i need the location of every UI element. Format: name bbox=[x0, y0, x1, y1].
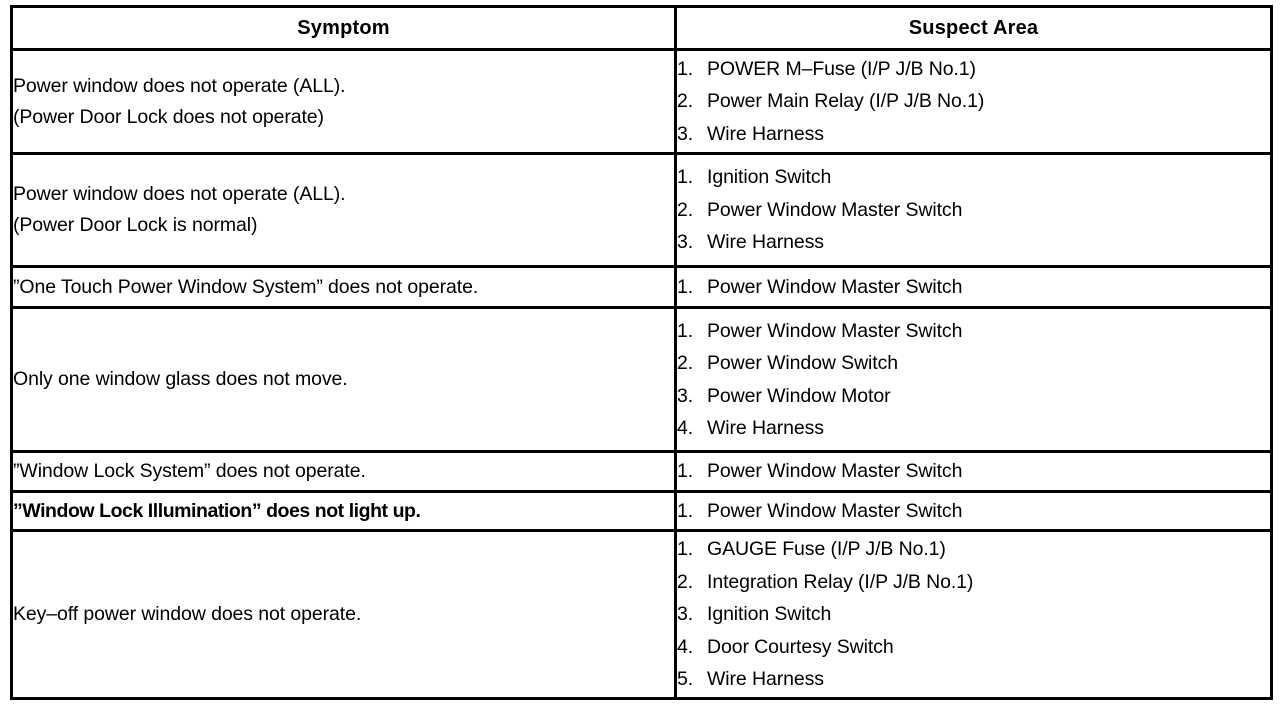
table-row: Power window does not operate (ALL). (Po… bbox=[11, 49, 1272, 155]
list-item-label: Power Window Master Switch bbox=[707, 460, 963, 483]
suspect-list: 1. Power Window Master Switch bbox=[677, 455, 1270, 488]
symptom-cell: Key–off power window does not operate. bbox=[11, 530, 677, 699]
list-item-number: 3. bbox=[677, 122, 694, 145]
troubleshooting-table: Symptom Suspect Area Power window does n… bbox=[10, 5, 1273, 700]
column-header-suspect-area-label: Suspect Area bbox=[908, 17, 1039, 39]
list-item: 1. GAUGE Fuse (I/P J/B No.1) bbox=[677, 533, 1270, 566]
suspect-area-cell: 1. POWER M–Fuse (I/P J/B No.1) 2. Power … bbox=[675, 49, 1272, 155]
list-item-number: 1. bbox=[677, 499, 694, 522]
list-item-number: 5. bbox=[677, 668, 694, 691]
symptom-line: Power window does not operate (ALL). bbox=[13, 74, 346, 97]
list-item-number: 2. bbox=[677, 570, 694, 593]
list-item: 1. POWER M–Fuse (I/P J/B No.1) bbox=[677, 53, 1270, 86]
list-item: 5. Wire Harness bbox=[677, 663, 1270, 696]
list-item-label: Power Main Relay (I/P J/B No.1) bbox=[707, 90, 985, 113]
suspect-list: 1. Power Window Master Switch 2. Power W… bbox=[677, 315, 1270, 445]
list-item: 2. Power Main Relay (I/P J/B No.1) bbox=[677, 85, 1270, 118]
list-item-number: 1. bbox=[677, 57, 694, 80]
list-item-label: GAUGE Fuse (I/P J/B No.1) bbox=[707, 538, 946, 561]
table-row: Power window does not operate (ALL). (Po… bbox=[11, 153, 1272, 268]
table-row: Key–off power window does not operate. 1… bbox=[11, 530, 1272, 699]
symptom-line: Power window does not operate (ALL). bbox=[13, 183, 346, 205]
symptom-cell: ”Window Lock Illumination” does not ligh… bbox=[11, 491, 677, 532]
symptom-cell: ”Window Lock System” does not operate. bbox=[11, 451, 677, 493]
table-row: Only one window glass does not move. 1. … bbox=[11, 307, 1272, 453]
list-item-number: 3. bbox=[677, 231, 694, 254]
suspect-list: 1. GAUGE Fuse (I/P J/B No.1) 2. Integrat… bbox=[677, 533, 1270, 696]
symptom-line: (Power Door Lock does not operate) bbox=[13, 105, 324, 128]
list-item-label: Power Window Master Switch bbox=[707, 499, 963, 522]
list-item-label: Power Window Master Switch bbox=[707, 275, 963, 298]
list-item-number: 2. bbox=[677, 90, 694, 113]
list-item: 1. Power Window Master Switch bbox=[677, 271, 1270, 304]
list-item: 3. Power Window Motor bbox=[677, 380, 1270, 413]
list-item-number: 1. bbox=[677, 460, 694, 483]
list-item-label: POWER M–Fuse (I/P J/B No.1) bbox=[707, 57, 976, 80]
list-item: 1. Power Window Master Switch bbox=[677, 315, 1270, 348]
list-item: 1. Ignition Switch bbox=[677, 161, 1270, 194]
symptom-cell: Power window does not operate (ALL). (Po… bbox=[11, 49, 677, 155]
list-item-number: 1. bbox=[677, 166, 694, 189]
list-item: 4. Wire Harness bbox=[677, 412, 1270, 445]
list-item-label: Power Window Master Switch bbox=[707, 319, 963, 342]
list-item: 4. Door Courtesy Switch bbox=[677, 631, 1270, 664]
list-item-number: 3. bbox=[677, 603, 694, 626]
symptom-cell: Power window does not operate (ALL). (Po… bbox=[11, 153, 677, 268]
list-item-label: Integration Relay (I/P J/B No.1) bbox=[707, 570, 974, 593]
symptom-line: ”One Touch Power Window System” does not… bbox=[13, 275, 479, 298]
symptom-line: ”Window Lock Illumination” does not ligh… bbox=[13, 499, 421, 522]
list-item: 1. Power Window Master Switch bbox=[677, 495, 1270, 528]
list-item-number: 2. bbox=[677, 198, 694, 221]
list-item: 2. Power Window Master Switch bbox=[677, 194, 1270, 227]
list-item: 1. Power Window Master Switch bbox=[677, 455, 1270, 488]
list-item-label: Wire Harness bbox=[707, 668, 824, 691]
list-item: 3. Ignition Switch bbox=[677, 598, 1270, 631]
list-item-number: 1. bbox=[677, 538, 694, 561]
list-item-number: 1. bbox=[677, 275, 694, 298]
suspect-area-cell: 1. GAUGE Fuse (I/P J/B No.1) 2. Integrat… bbox=[675, 530, 1272, 699]
table-header-row: Symptom Suspect Area bbox=[11, 6, 1272, 51]
table-row: ”One Touch Power Window System” does not… bbox=[11, 266, 1272, 309]
list-item-label: Wire Harness bbox=[707, 122, 824, 145]
list-item: 2. Power Window Switch bbox=[677, 347, 1270, 380]
symptom-line: (Power Door Lock is normal) bbox=[13, 214, 258, 236]
column-header-symptom: Symptom bbox=[11, 6, 677, 51]
symptom-cell: Only one window glass does not move. bbox=[11, 307, 677, 453]
list-item-label: Door Courtesy Switch bbox=[707, 635, 894, 658]
list-item-number: 4. bbox=[677, 417, 694, 439]
column-header-symptom-label: Symptom bbox=[297, 17, 390, 39]
symptom-line: Key–off power window does not operate. bbox=[13, 603, 362, 625]
suspect-area-cell: 1. Power Window Master Switch 2. Power W… bbox=[675, 307, 1272, 453]
list-item: 2. Integration Relay (I/P J/B No.1) bbox=[677, 566, 1270, 599]
suspect-list: 1. Power Window Master Switch bbox=[677, 495, 1270, 528]
symptom-line: Only one window glass does not move. bbox=[13, 368, 348, 390]
list-item-label: Power Window Master Switch bbox=[707, 198, 963, 221]
list-item-number: 2. bbox=[677, 352, 694, 374]
table-row: ”Window Lock Illumination” does not ligh… bbox=[11, 491, 1272, 532]
column-header-suspect-area: Suspect Area bbox=[675, 6, 1272, 51]
list-item-label: Wire Harness bbox=[707, 231, 824, 254]
suspect-area-cell: 1. Power Window Master Switch bbox=[675, 266, 1272, 309]
list-item: 3. Wire Harness bbox=[677, 118, 1270, 151]
list-item: 3. Wire Harness bbox=[677, 226, 1270, 259]
suspect-list: 1. POWER M–Fuse (I/P J/B No.1) 2. Power … bbox=[677, 53, 1270, 151]
suspect-list: 1. Power Window Master Switch bbox=[677, 271, 1270, 304]
suspect-area-cell: 1. Power Window Master Switch bbox=[675, 491, 1272, 532]
symptom-line: ”Window Lock System” does not operate. bbox=[13, 460, 366, 482]
list-item-label: Power Window Switch bbox=[707, 352, 898, 374]
table-row: ”Window Lock System” does not operate. 1… bbox=[11, 451, 1272, 493]
list-item-number: 1. bbox=[677, 319, 694, 342]
list-item-label: Power Window Motor bbox=[707, 384, 891, 407]
list-item-label: Ignition Switch bbox=[707, 603, 832, 626]
list-item-number: 4. bbox=[677, 635, 694, 658]
suspect-area-cell: 1. Power Window Master Switch bbox=[675, 451, 1272, 493]
list-item-number: 3. bbox=[677, 384, 694, 407]
symptom-cell: ”One Touch Power Window System” does not… bbox=[11, 266, 677, 309]
suspect-list: 1. Ignition Switch 2. Power Window Maste… bbox=[677, 161, 1270, 259]
suspect-area-cell: 1. Ignition Switch 2. Power Window Maste… bbox=[675, 153, 1272, 268]
list-item-label: Ignition Switch bbox=[707, 166, 832, 189]
list-item-label: Wire Harness bbox=[707, 417, 824, 439]
